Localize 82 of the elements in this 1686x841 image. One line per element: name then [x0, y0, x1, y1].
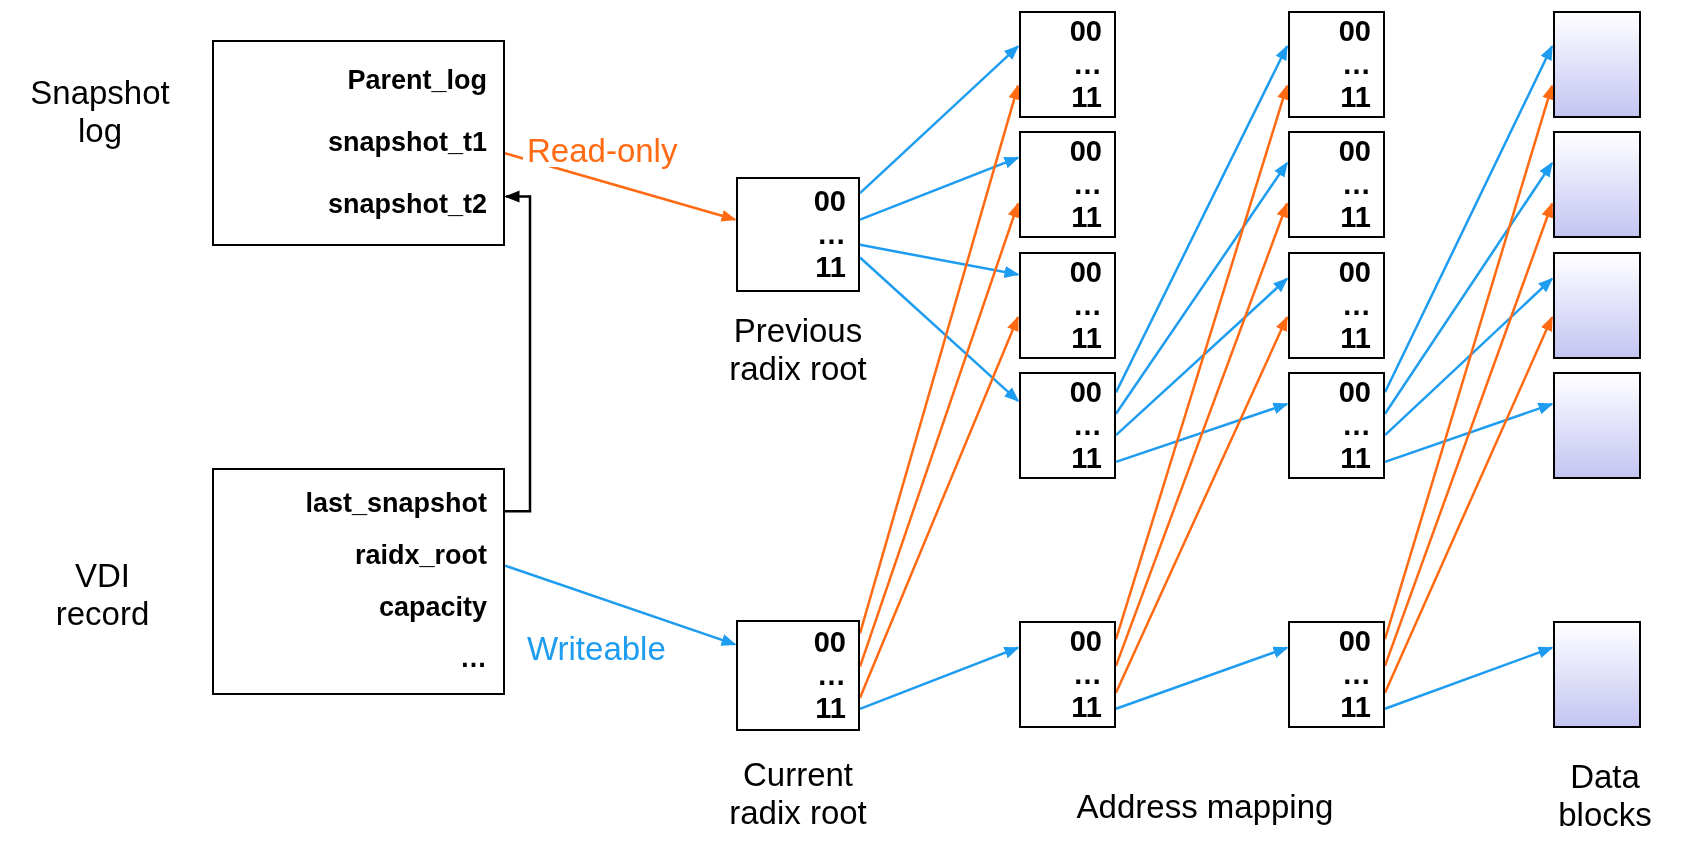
entry-label: 11	[1071, 691, 1102, 724]
entry-label: 00	[1338, 256, 1371, 289]
entry-label: 11	[1071, 442, 1102, 475]
entry-label: …	[817, 659, 846, 692]
node-caption: Current radix root	[728, 755, 868, 833]
arrow	[1384, 646, 1554, 710]
entry-label: …	[1073, 48, 1102, 81]
arrow	[859, 45, 1020, 194]
record-box	[212, 40, 505, 246]
entry-label: …	[1342, 48, 1371, 81]
entry-label: 00	[813, 626, 846, 659]
entry-label: …	[1342, 409, 1371, 442]
entry-label: 00	[813, 185, 846, 218]
radix-node-box	[1019, 252, 1116, 359]
node-caption: Previous radix root	[728, 311, 868, 389]
data-block	[1553, 621, 1641, 728]
arrow	[504, 152, 737, 222]
arrow	[859, 156, 1020, 221]
field-name: raidx_root	[354, 538, 487, 572]
arrow	[1115, 402, 1289, 464]
entry-label: 00	[1069, 625, 1102, 658]
data-block	[1553, 131, 1641, 238]
radix-node-box	[1019, 372, 1116, 479]
radix-node-box	[1288, 372, 1385, 479]
field-name: …	[460, 642, 487, 676]
entry-label: 11	[1071, 201, 1102, 234]
entry-label: 00	[1338, 135, 1371, 168]
field-name: capacity	[378, 590, 487, 624]
entry-label: 00	[1069, 376, 1102, 409]
entry-label: 11	[815, 692, 846, 725]
entry-label: 11	[1340, 201, 1371, 234]
entry-label: …	[1073, 409, 1102, 442]
radix-node-box	[1019, 11, 1116, 118]
radix-node-box	[1288, 11, 1385, 118]
data-block	[1553, 252, 1641, 359]
entry-label: 11	[1340, 322, 1371, 355]
record-box	[212, 468, 505, 695]
field-name: snapshot_t2	[327, 188, 487, 222]
entry-label: 11	[815, 251, 846, 284]
field-name: Parent_log	[347, 64, 487, 98]
entry-label: …	[1342, 658, 1371, 691]
radix-node-box	[1019, 131, 1116, 238]
entry-label: 00	[1069, 15, 1102, 48]
radix-node-box	[736, 177, 860, 292]
arrow	[859, 256, 1020, 402]
arrow	[859, 646, 1020, 710]
radix-node-box	[1288, 131, 1385, 238]
entry-label: 11	[1340, 442, 1371, 475]
arrow	[1115, 646, 1289, 710]
entry-label: 11	[1340, 691, 1371, 724]
entry-label: 00	[1069, 135, 1102, 168]
column-caption: Data blocks	[1557, 757, 1653, 835]
entry-label: 11	[1340, 81, 1371, 114]
entry-label: …	[1073, 289, 1102, 322]
field-name: snapshot_t1	[327, 126, 487, 160]
entry-label: 11	[1071, 322, 1102, 355]
entry-label: 00	[1069, 256, 1102, 289]
arrow	[1115, 277, 1289, 437]
entry-label: 00	[1338, 15, 1371, 48]
node-caption: VDI record	[54, 556, 151, 634]
entry-label: 00	[1338, 376, 1371, 409]
radix-node-box	[1288, 252, 1385, 359]
data-block	[1553, 372, 1641, 479]
entry-label: …	[1342, 289, 1371, 322]
entry-label: …	[1342, 168, 1371, 201]
arrow	[1384, 402, 1554, 464]
entry-label: 00	[1338, 625, 1371, 658]
column-caption: Address mapping	[1075, 787, 1335, 828]
radix-node-box	[1019, 621, 1116, 728]
data-block	[1553, 11, 1641, 118]
field-name: last_snapshot	[305, 487, 487, 520]
entry-label: 11	[1071, 81, 1102, 114]
entry-label: …	[817, 218, 846, 251]
arrow	[504, 564, 737, 646]
radix-node-box	[736, 620, 860, 731]
entry-label: …	[1073, 168, 1102, 201]
entry-label: …	[1073, 658, 1102, 691]
arrow	[504, 190, 532, 513]
node-caption: Snapshot log	[29, 73, 171, 151]
radix-node-box	[1288, 621, 1385, 728]
arrow	[859, 243, 1020, 278]
arrow	[1384, 277, 1554, 437]
